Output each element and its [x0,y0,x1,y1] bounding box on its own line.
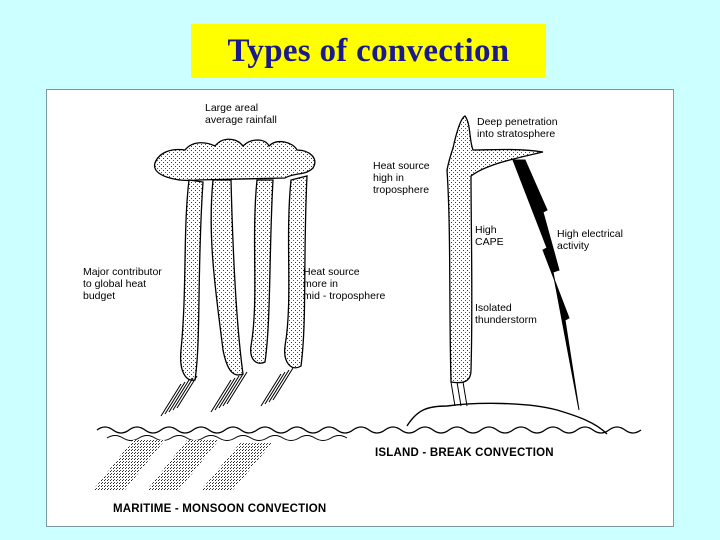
monsoon-anvil [154,138,316,182]
convection-diagram-panel: Large areal average rainfall Major contr… [46,89,674,527]
slide-title: Types of convection [227,32,510,69]
island-thunderstorm [446,115,544,384]
title-box: Types of convection [191,24,546,78]
island-rain-streaks [450,381,468,407]
caption-island-break: ISLAND - BREAK CONVECTION [375,447,554,459]
lightning-bolt-icon [512,159,580,411]
caption-maritime-monsoon: MARITIME - MONSOON CONVECTION [113,503,327,515]
label-large-areal-rainfall: Large areal average rainfall [205,102,277,126]
island [406,402,608,435]
monsoon-tower-2 [210,179,244,376]
ocean-surface-2 [106,435,348,441]
label-heat-source-high: Heat source high in troposphere [373,160,430,196]
monsoon-rain-shading [93,440,273,490]
label-heat-source-mid: Heat source more in mid - troposphere [303,266,386,302]
monsoon-tower-1 [179,179,204,381]
convection-diagram [93,115,642,490]
monsoon-rain-streaks [160,367,294,417]
label-high-cape: High CAPE [475,224,504,248]
label-high-electrical: High electrical activity [557,228,623,252]
monsoon-tower-3 [250,179,274,364]
label-isolated-thunderstorm: Isolated thunderstorm [475,302,537,326]
label-deep-penetration: Deep penetration into stratosphere [477,116,558,140]
monsoon-tower-4 [284,175,308,369]
ocean-surface [96,426,642,434]
label-major-contributor: Major contributor to global heat budget [83,266,162,302]
